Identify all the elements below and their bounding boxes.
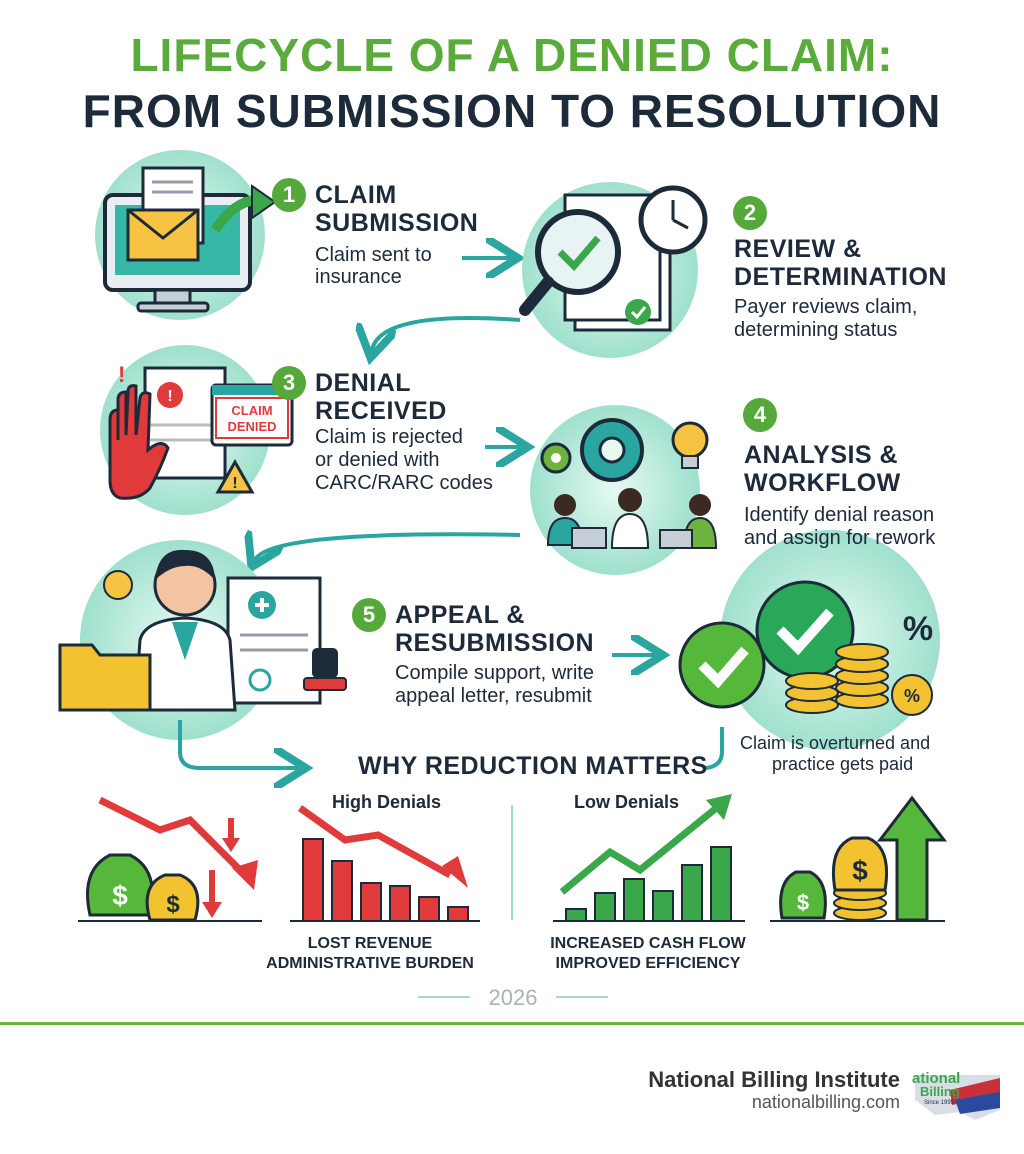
logo-text-a: ational (912, 1070, 960, 1087)
step-2-desc-a: Payer reviews claim, (734, 296, 918, 318)
low-denials-bar-chart (565, 846, 732, 922)
svg-text:$: $ (797, 890, 809, 915)
svg-text:%: % (904, 686, 920, 706)
step-3-title-b: RECEIVED (315, 397, 447, 425)
magnifier-clock-icon (519, 182, 708, 358)
high-cap-1: LOST REVENUE (307, 935, 433, 952)
step-2-badge: 2 (733, 196, 767, 230)
national-billing-logo: ational Billing Since 1995 (912, 1070, 1000, 1120)
low-cap-2: IMPROVED EFFICIENCY (555, 955, 741, 972)
why-title: WHY REDUCTION MATTERS (358, 752, 708, 780)
svg-text:$: $ (852, 855, 868, 886)
step-3-title-a: DENIAL (315, 369, 412, 397)
svg-text:!: ! (118, 362, 125, 387)
high-denials-bar-chart (302, 838, 469, 922)
claim-denied-stamp-1: CLAIM (231, 403, 272, 418)
logo-since: Since 1995 (924, 1100, 955, 1106)
step-4-desc-a: Identify denial reason (744, 504, 935, 526)
highBars-bar (418, 896, 440, 922)
svg-text:!: ! (167, 388, 172, 405)
step-4-title-a: ANALYSIS & (744, 441, 899, 469)
claim-denied-stamp-2: DENIED (227, 419, 276, 434)
highBars-bar (389, 885, 411, 922)
highBars-bar (360, 882, 382, 922)
title-line-1: LIFECYCLE OF A DENIED CLAIM: (130, 29, 894, 81)
falling-money-bags-icon: $ $ (78, 796, 262, 922)
step-4-desc-b: and assign for rework (744, 527, 936, 549)
outcome-line-1: Claim is overturned and (740, 733, 931, 753)
lowBars-bar (565, 908, 587, 922)
footer-url: nationalbilling.com (751, 1092, 900, 1112)
step-2-desc-b: determining status (734, 319, 898, 341)
step-3-badge: 3 (272, 366, 306, 400)
lowBars-bar (623, 878, 645, 922)
step-5-badge: 5 (352, 598, 386, 632)
svg-text:$: $ (112, 880, 128, 911)
lowBars-bar (594, 892, 616, 922)
step-3-desc-a: Claim is rejected (315, 426, 463, 448)
step-2-title-a: REVIEW & (734, 235, 862, 263)
svg-text:!: ! (232, 475, 237, 492)
svg-text:%: % (903, 610, 933, 648)
title-line-2: FROM SUBMISSION TO RESOLUTION (82, 85, 942, 137)
step-1-title-b: SUBMISSION (315, 209, 479, 237)
doctor-appeal-icon (58, 540, 347, 740)
step-1-badge: 1 (272, 178, 306, 212)
step-3-desc-b: or denied with (315, 449, 440, 471)
stop-hand-denied-icon: ! CLAIM DENIED ! ! (100, 345, 294, 515)
step-4-badge: 4 (743, 398, 777, 432)
step-5-desc-a: Compile support, write (395, 662, 594, 684)
highBars-bar (331, 860, 353, 922)
svg-text:$: $ (166, 891, 180, 918)
step-5-title-a: APPEAL & (395, 601, 525, 629)
logo-text-b: Billing (920, 1084, 960, 1099)
paid-checkmark-coins-icon: % % (678, 530, 940, 750)
high-cap-2: ADMINISTRATIVE BURDEN (266, 955, 474, 972)
low-cap-1: INCREASED CASH FLOW (550, 935, 746, 952)
team-gears-bulb-icon (530, 405, 718, 575)
lowBars-bar (652, 890, 674, 922)
step-5-desc-b: appeal letter, resubmit (395, 685, 592, 707)
highBars-bar (447, 906, 469, 922)
monitor-envelope-icon (95, 150, 277, 320)
lowBars-bar (681, 864, 703, 922)
low-denials-label: Low Denials (574, 792, 680, 812)
rising-money-bags-icon: $ $ (770, 795, 948, 922)
step-1-desc-a: Claim sent to (315, 244, 432, 266)
step-5-title-b: RESUBMISSION (395, 629, 595, 657)
step-4-title-b: WORKFLOW (744, 469, 901, 497)
footer-divider (0, 1022, 1024, 1025)
step-2-title-b: DETERMINATION (734, 263, 947, 291)
year-label: 2026 (488, 985, 538, 1010)
highBars-bar (302, 838, 324, 922)
step-3-desc-c: CARC/RARC codes (315, 472, 493, 494)
outcome-line-2: practice gets paid (772, 754, 914, 774)
step-1-desc-b: insurance (315, 266, 402, 288)
footer-org-name: National Billing Institute (648, 1067, 900, 1092)
high-denials-label: High Denials (332, 792, 442, 812)
lowBars-bar (710, 846, 732, 922)
step-1-title-a: CLAIM (315, 181, 397, 209)
